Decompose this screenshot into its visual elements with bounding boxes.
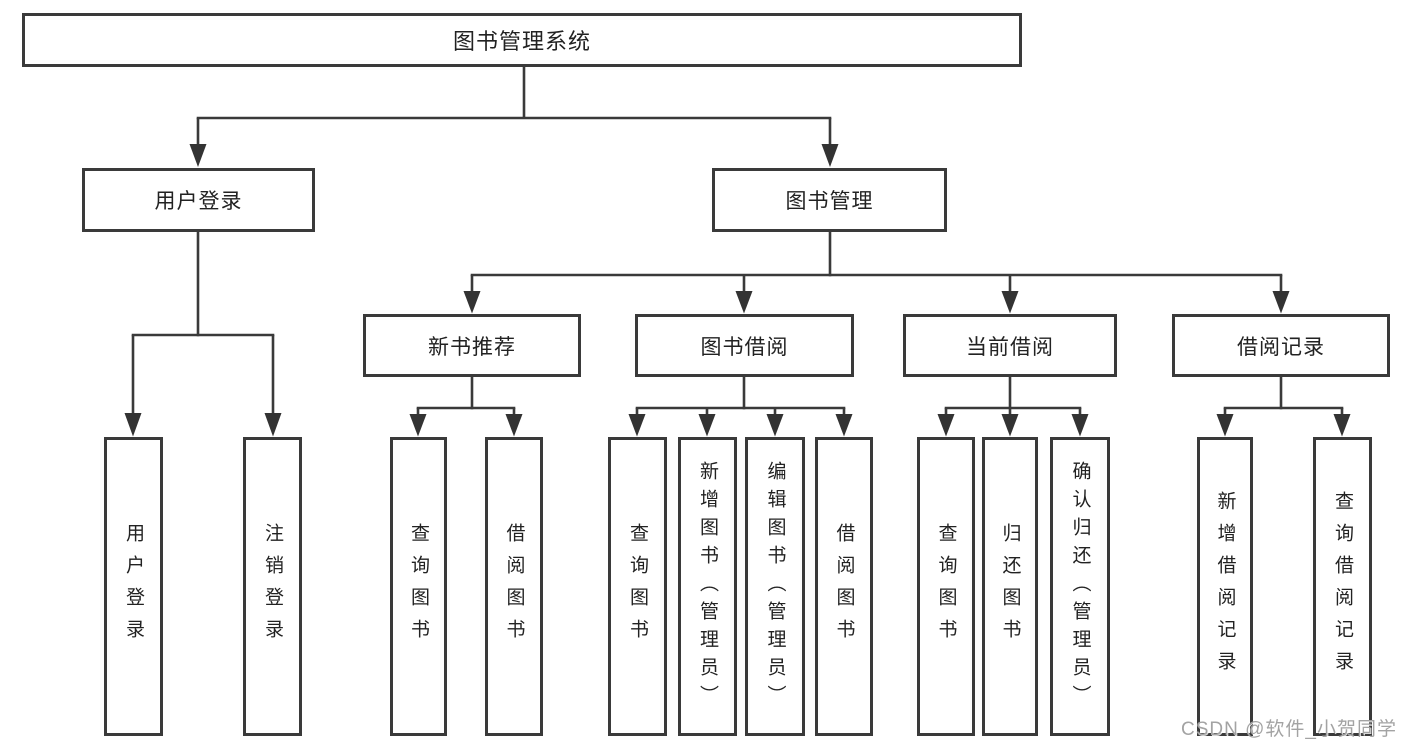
node-borrowing-records: 借阅记录: [1172, 314, 1390, 377]
node-leaf-borrow-books-1: 借阅图书: [485, 437, 543, 736]
node-leaf-query-books-3: 查询图书: [917, 437, 975, 736]
node-leaf-add-borrow-record: 新增借阅记录: [1197, 437, 1253, 736]
node-label: 归还图书: [999, 522, 1021, 651]
node-leaf-edit-book-admin: 编辑图书（管理员）: [745, 437, 805, 736]
node-leaf-query-books-2: 查询图书: [608, 437, 667, 736]
node-new-book-recommend: 新书推荐: [363, 314, 581, 377]
node-label: 图书管理: [785, 190, 874, 213]
node-label: 查询借阅记录: [1332, 490, 1353, 683]
node-label: 查询图书: [935, 522, 957, 651]
node-label: 图书借阅: [700, 335, 789, 359]
node-leaf-query-borrow-record: 查询借阅记录: [1313, 437, 1372, 736]
node-label: 新增图书（管理员）: [697, 460, 718, 713]
node-label: 查询图书: [627, 522, 648, 651]
node-leaf-logout: 注销登录: [243, 437, 302, 736]
node-label: 新书推荐: [428, 335, 516, 359]
node-book-borrowing: 图书借阅: [635, 314, 854, 377]
node-label: 新增借阅记录: [1214, 490, 1236, 683]
node-label: 用户登录: [123, 522, 144, 651]
node-label: 查询图书: [408, 522, 429, 651]
csdn-watermark: CSDN @软件_小贺同学: [1181, 719, 1397, 740]
node-label: 借阅记录: [1237, 335, 1325, 359]
node-leaf-query-books-1: 查询图书: [390, 437, 447, 736]
node-library-management-system: 图书管理系统: [22, 13, 1022, 67]
node-label: 借阅图书: [833, 522, 855, 651]
node-leaf-borrow-books-2: 借阅图书: [815, 437, 873, 736]
node-label: 借阅图书: [503, 522, 525, 651]
node-book-management-group: 图书管理: [712, 168, 947, 232]
node-label: 当前借阅: [966, 335, 1054, 359]
node-user-login-group: 用户登录: [82, 168, 315, 232]
node-leaf-add-book-admin: 新增图书（管理员）: [678, 437, 737, 736]
node-label: 编辑图书（管理员）: [764, 460, 786, 713]
node-current-borrowing: 当前借阅: [903, 314, 1117, 377]
node-leaf-return-books: 归还图书: [982, 437, 1038, 736]
node-label: 注销登录: [262, 522, 283, 651]
node-label: 确认归还（管理员）: [1069, 460, 1091, 713]
node-label: 图书管理系统: [452, 29, 591, 54]
node-leaf-confirm-return-admin: 确认归还（管理员）: [1050, 437, 1110, 736]
node-label: 用户登录: [154, 190, 243, 213]
node-leaf-user-login: 用户登录: [104, 437, 163, 736]
